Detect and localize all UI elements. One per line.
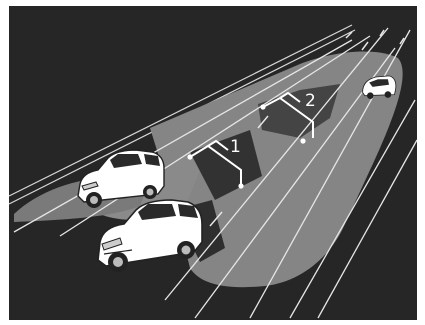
- callout-1-start-dot: [187, 154, 192, 159]
- callout-2-end-dot: [300, 138, 305, 143]
- callout-1-label: 1: [230, 137, 241, 157]
- callout-2-start-dot: [260, 104, 265, 109]
- callout-1-end-dot: [238, 183, 243, 188]
- callout-2-label: 2: [305, 91, 316, 111]
